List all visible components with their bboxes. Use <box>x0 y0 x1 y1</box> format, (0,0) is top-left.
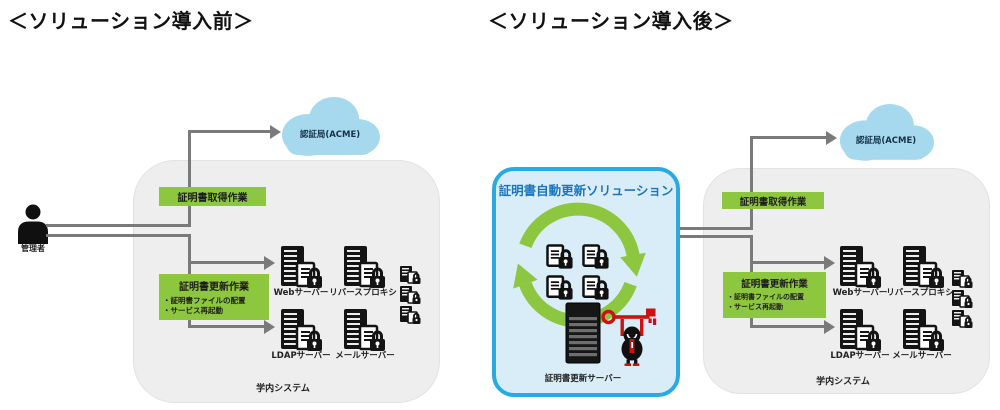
before-renew-bullet-2: ・サービス再起動 <box>163 306 223 316</box>
before-ca-cloud-icon <box>282 97 380 156</box>
after-ldap-server-label: LDAPサーバー <box>830 351 890 361</box>
renewal-server-label: 証明書更新サーバー <box>544 374 622 384</box>
certificate-icon-4 <box>582 275 611 302</box>
before-renew-task-title: 証明書更新作業 <box>179 282 249 293</box>
certificate-icon-2 <box>582 244 611 271</box>
after-renew-task-title: 証明書更新作業 <box>741 279 808 290</box>
before-reverse-proxy-label: リバースプロキシ <box>329 288 397 298</box>
before-web-server-label: Webサーバー <box>273 288 329 298</box>
renewal-rack-server-icon <box>565 302 601 364</box>
admin-line-bottom <box>46 234 190 237</box>
after-vertical-line-up <box>750 136 753 230</box>
after-renew-task-box: 証明書更新作業 ・証明書ファイルの配置 ・サービス再起動 <box>723 272 826 318</box>
before-acquire-task-label: 証明書取得作業 <box>159 187 266 206</box>
robot-key-mascot-icon <box>601 306 658 366</box>
after-web-server-label: Webサーバー <box>832 288 888 298</box>
after-reverse-proxy-icon <box>902 246 946 290</box>
after-mail-server-icon <box>902 309 946 353</box>
after-ca-cloud-icon <box>839 104 935 161</box>
before-line-to-ca <box>188 130 272 133</box>
before-arrow-to-ca-icon <box>270 124 281 139</box>
before-more-servers-icon <box>399 266 422 325</box>
admin-line-top <box>46 224 190 227</box>
after-ldap-server-icon <box>839 309 883 353</box>
certificate-icon-1 <box>546 244 575 271</box>
after-branch-line-web <box>750 261 826 264</box>
before-renew-task-box: 証明書更新作業 ・証明書ファイルの配置 ・サービス再起動 <box>159 274 269 320</box>
admin-label: 管理者 <box>21 244 45 253</box>
before-branch-line-web <box>188 261 266 264</box>
before-branch-line-ldap <box>188 325 266 328</box>
before-mail-server-label: メールサーバー <box>335 351 395 361</box>
after-reverse-proxy-label: リバースプロキシ <box>886 288 954 298</box>
before-ldap-server-icon <box>280 309 324 353</box>
certificate-icon-3 <box>546 275 575 302</box>
before-web-server-icon <box>280 246 324 290</box>
before-ldap-server-label: LDAPサーバー <box>271 351 331 361</box>
before-heading: ＜ソリューション導入前＞ <box>8 9 254 33</box>
after-branch-line-ldap <box>750 325 826 328</box>
after-heading: ＜ソリューション導入後＞ <box>488 9 734 33</box>
before-system-label: 学内システム <box>256 384 310 394</box>
before-reverse-proxy-icon <box>343 246 387 290</box>
after-mail-server-label: メールサーバー <box>892 351 952 361</box>
after-renew-bullet-2: ・サービス再起動 <box>727 302 783 311</box>
after-more-servers-icon <box>951 270 974 329</box>
after-arrow-to-ca-icon <box>826 130 837 145</box>
before-arrow-ldap-icon <box>264 319 275 334</box>
after-system-label: 学内システム <box>816 377 870 387</box>
before-ca-label: 認証局(ACME) <box>299 130 361 140</box>
solution-line-top <box>680 227 752 230</box>
before-arrow-web-icon <box>264 255 275 270</box>
after-web-server-icon <box>839 246 883 290</box>
after-ca-label: 認証局(ACME) <box>855 136 917 146</box>
after-acquire-task-label: 証明書取得作業 <box>722 192 824 209</box>
after-renew-bullet-1: ・証明書ファイルの配置 <box>727 293 804 301</box>
after-line-to-ca <box>750 136 828 139</box>
before-vertical-line-up <box>188 130 191 227</box>
after-arrow-ldap-icon <box>824 319 835 334</box>
before-renew-bullet-1: ・証明書ファイルの配置 <box>163 296 246 305</box>
admin-person-icon <box>18 204 48 244</box>
before-mail-server-icon <box>343 309 387 353</box>
solution-title: 証明書自動更新ソリューション <box>498 183 674 198</box>
solution-line-bottom <box>680 235 752 238</box>
after-arrow-web-icon <box>824 255 835 270</box>
